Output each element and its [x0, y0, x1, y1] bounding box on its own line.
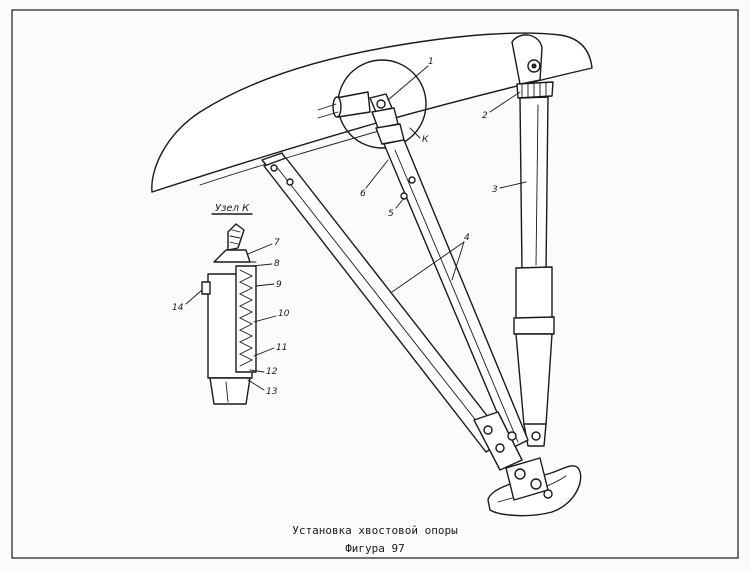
label-part-13: 13: [266, 387, 278, 397]
rear-strut-band: [513, 316, 555, 335]
leader-7: [247, 243, 273, 255]
label-part-1: 1: [428, 57, 434, 67]
figure-caption: Установка хвостовой опоры: [292, 524, 458, 537]
detail-nozzle-threads: [229, 229, 241, 245]
fuselage-skin-line: [199, 124, 401, 186]
detail-spring: [238, 269, 254, 367]
label-part-8: 8: [274, 259, 280, 269]
label-part-14: 14: [172, 303, 184, 313]
middle-strut-rivet-1: [408, 176, 416, 184]
figure-number: Фигура 97: [345, 542, 405, 555]
front-fitting-bolt-1: [483, 425, 493, 435]
hinge-cylinder-end: [332, 96, 342, 118]
label-part-4: 4: [464, 233, 470, 243]
rear-strut-lower-bolt: [531, 431, 541, 441]
label-part-3: 3: [492, 185, 498, 195]
front-strut-rivet-1: [270, 164, 278, 172]
leader-11: [253, 347, 275, 357]
leader-13: [247, 379, 265, 391]
leader-9: [255, 283, 275, 287]
label-part-9: 9: [276, 280, 282, 290]
skid-pivot-bolt-2: [530, 478, 542, 490]
label-part-5: 5: [388, 209, 394, 219]
middle-strut-rivet-2: [400, 192, 408, 200]
leader-14: [185, 289, 203, 305]
rear-strut-highlight: [535, 104, 539, 266]
label-part-10: 10: [278, 309, 290, 319]
front-strut-highlight: [275, 165, 497, 447]
leader-3: [499, 181, 527, 189]
skid-pivot-bolt-1: [514, 468, 526, 480]
leader-4a: [391, 241, 465, 293]
label-part-2: 2: [482, 111, 488, 121]
label-part-7: 7: [274, 238, 280, 248]
rear-strut-bolt-center: [531, 63, 537, 69]
leader-4b: [451, 241, 465, 281]
rear-strut-cylinder: [515, 266, 553, 323]
front-fitting-bolt-2: [495, 443, 505, 453]
label-part-12: 12: [266, 367, 278, 377]
leader-5: [395, 197, 405, 209]
label-callout-k: К: [422, 135, 429, 145]
detail-side-lug: [201, 281, 211, 295]
front-fitting-bolt-3: [507, 431, 517, 441]
detail-spring-housing: [235, 265, 257, 373]
leader-2: [489, 91, 521, 113]
hinge-plate: [317, 103, 339, 119]
detail-cap: [213, 249, 251, 263]
label-part-6: 6: [360, 189, 366, 199]
leader-1: [387, 65, 429, 101]
rear-strut-lower-tube: [515, 333, 553, 426]
label-part-11: 11: [276, 343, 287, 353]
skid-pivot-bolt-3: [543, 489, 553, 499]
detail-title: Узел К: [215, 203, 250, 214]
detail-tube-line: [225, 381, 229, 403]
rear-strut-nut-ridges: [521, 82, 547, 99]
rear-strut-upper-tube: [519, 96, 549, 273]
leader-8: [251, 263, 273, 267]
detail-lower-tube: [209, 377, 251, 405]
leader-6: [365, 159, 389, 189]
front-strut-rivet-2: [286, 178, 294, 186]
sheet-frame: [11, 9, 739, 559]
leader-k: [409, 127, 421, 139]
leader-12: [249, 369, 265, 373]
middle-strut-highlight: [394, 149, 519, 443]
upper-fitting-bolt: [376, 99, 386, 109]
leader-10: [253, 315, 277, 323]
